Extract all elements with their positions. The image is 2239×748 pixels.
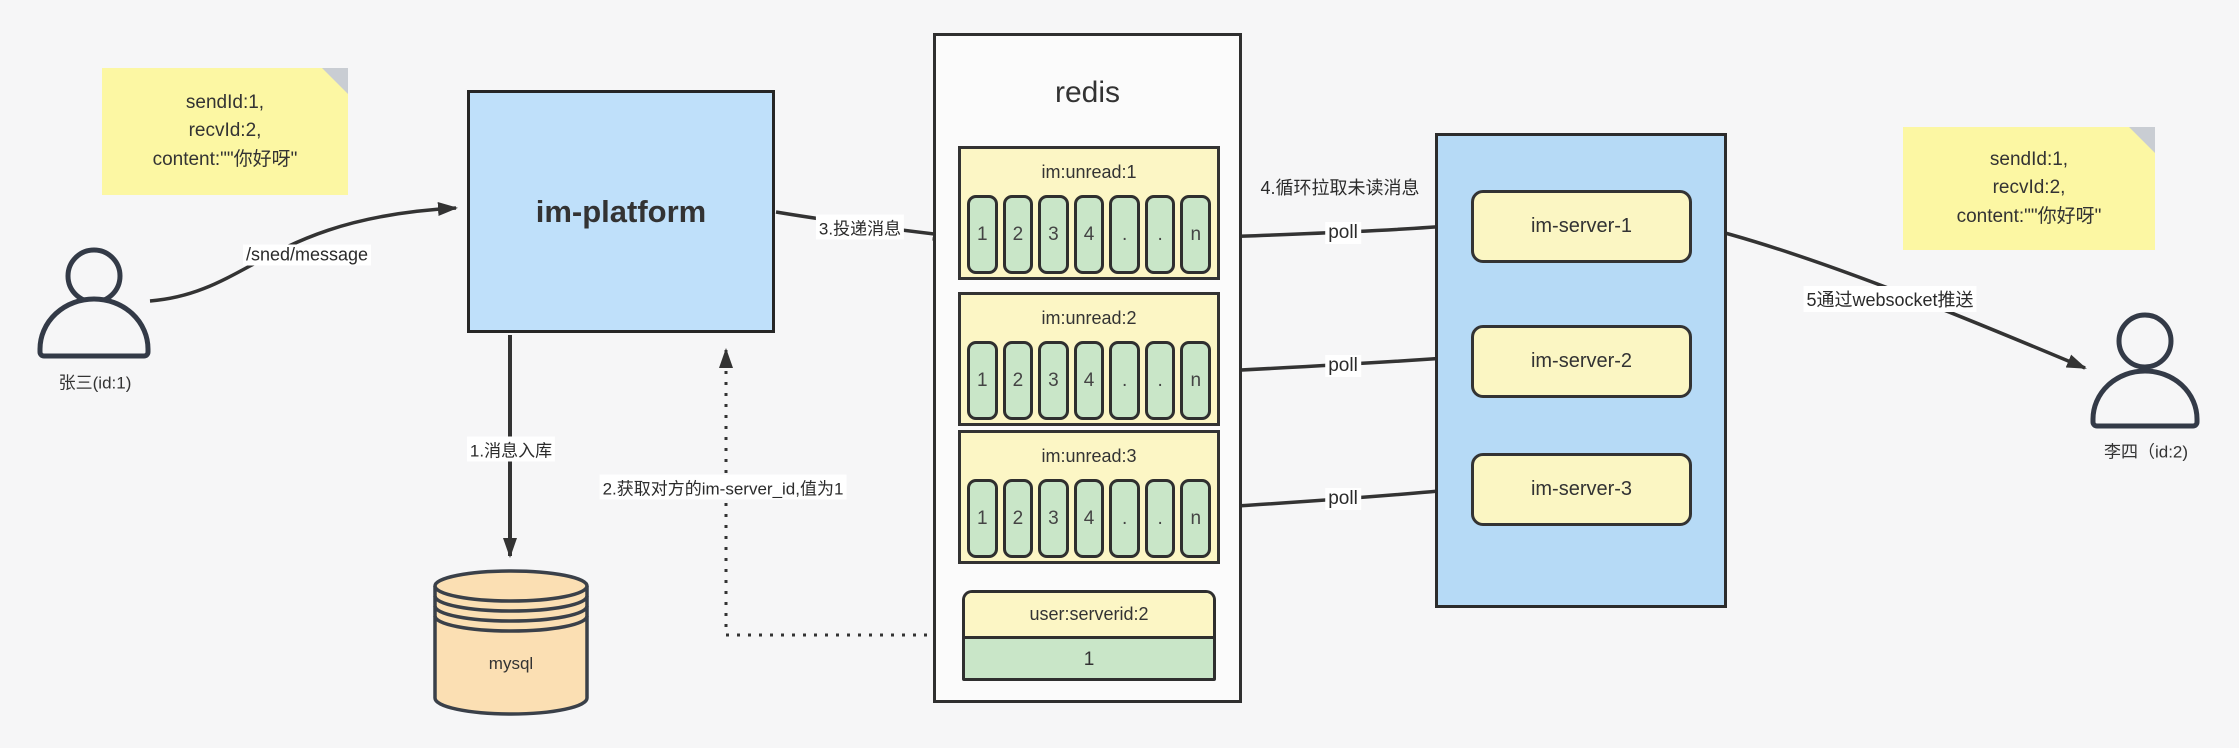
queue-cell: 2 <box>1002 195 1034 274</box>
queue-cell: . <box>1144 341 1176 420</box>
redis-title: redis <box>1054 76 1121 109</box>
queue-cell: . <box>1144 479 1176 558</box>
sticky-note-left: sendId:1, recvId:2, content:""你好呀" <box>102 68 348 195</box>
im-server-1-box: im-server-1 <box>1471 190 1692 263</box>
push-websocket-label: 5通过websocket推送 <box>1803 286 1977 312</box>
queue-key-label: im:unread:2 <box>1041 307 1137 328</box>
note-line: sendId:1, <box>1989 148 2069 170</box>
im-platform-box: im-platform <box>467 90 775 333</box>
receiver-user-icon <box>2090 312 2200 429</box>
queue-cells: 1 2 3 4 . . n <box>967 479 1212 558</box>
deliver-label: 3.投递消息 <box>815 214 905 240</box>
im-server-2-box: im-server-2 <box>1471 325 1692 398</box>
queue-cell: 4 <box>1073 479 1105 558</box>
queue-key-label: im:unread:3 <box>1041 445 1137 466</box>
redis-queue-im-unread-3: im:unread:3 1 2 3 4 . . n <box>958 430 1220 564</box>
queue-cell: n <box>1180 195 1212 274</box>
queue-cell: n <box>1180 479 1212 558</box>
queue-cell: 3 <box>1038 195 1069 274</box>
queue-cell: . <box>1109 195 1140 274</box>
queue-cell: . <box>1109 479 1140 558</box>
queue-cells: 1 2 3 4 . . n <box>967 195 1212 274</box>
redis-container: redis im:unread:1 1 2 3 4 . . n im:unrea… <box>933 33 1242 703</box>
redis-queue-im-unread-1: im:unread:1 1 2 3 4 . . n <box>958 146 1220 280</box>
queue-cell: 3 <box>1038 479 1069 558</box>
sticky-note-right: sendId:1, recvId:2, content:""你好呀" <box>1903 127 2155 250</box>
note-line: recvId:2, <box>1992 177 2066 199</box>
queue-cell: 4 <box>1073 195 1105 274</box>
store-db-label: 1.消息入库 <box>466 436 556 462</box>
queue-cell: . <box>1144 195 1176 274</box>
poll-label-2: poll <box>1325 355 1361 377</box>
pull-unread-label: 4.循环拉取未读消息 <box>1260 177 1420 198</box>
queue-cell: 1 <box>967 195 998 274</box>
redis-kv-user-serverid: user:serverid:2 1 <box>962 590 1216 681</box>
queue-cell: . <box>1109 341 1140 420</box>
sender-label: 张三(id:1) <box>58 373 132 393</box>
receiver-label: 李四（id:2) <box>2103 442 2189 462</box>
lookup-serverid-arrow <box>719 348 960 637</box>
queue-cell: 1 <box>967 479 998 558</box>
queue-cell: 2 <box>1002 341 1034 420</box>
queue-cell: 1 <box>967 341 998 420</box>
im-platform-label: im-platform <box>535 193 707 229</box>
poll-label-3: poll <box>1325 488 1361 510</box>
sender-user-icon <box>37 247 151 359</box>
lookup-serverid-label: 2.获取对方的im-server_id,值为1 <box>599 474 847 500</box>
queue-cells: 1 2 3 4 . . n <box>967 341 1212 420</box>
kv-value: 1 <box>965 639 1213 678</box>
redis-queue-im-unread-2: im:unread:2 1 2 3 4 . . n <box>958 292 1220 426</box>
mysql-label: mysql <box>488 654 534 673</box>
queue-cell: n <box>1180 341 1212 420</box>
note-line: recvId:2, <box>188 120 262 142</box>
poll-label-1: poll <box>1325 222 1361 244</box>
kv-key-label: user:serverid:2 <box>965 593 1213 639</box>
note-line: content:""你好呀" <box>1956 205 2102 227</box>
queue-cell: 2 <box>1002 479 1034 558</box>
queue-cell: 3 <box>1038 341 1069 420</box>
note-line: content:""你好呀" <box>152 148 298 170</box>
queue-cell: 4 <box>1073 341 1105 420</box>
note-line: sendId:1, <box>185 91 265 113</box>
send-message-label: /sned/message <box>242 244 372 266</box>
queue-key-label: im:unread:1 <box>1041 161 1137 182</box>
im-server-cluster: im-server-1 im-server-2 im-server-3 <box>1435 133 1727 608</box>
mysql-database-icon <box>433 569 589 716</box>
im-server-3-box: im-server-3 <box>1471 453 1692 526</box>
